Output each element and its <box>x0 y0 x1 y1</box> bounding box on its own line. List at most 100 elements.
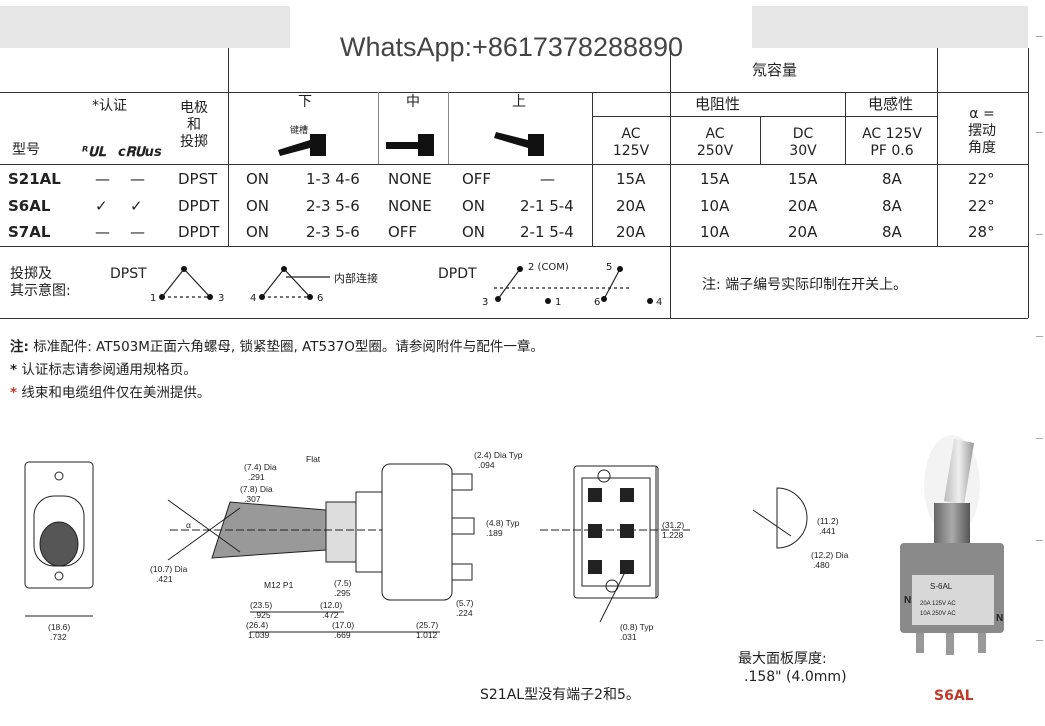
com-label: 2 (COM) <box>528 262 569 273</box>
d75-b: .295 <box>334 588 351 598</box>
cell-dc30: 15A <box>788 170 818 188</box>
cell-down-state: ON <box>246 223 270 241</box>
cell-ac250: 10A <box>700 223 730 241</box>
d57-b: .224 <box>456 608 473 618</box>
schematic-n3a: 3 <box>218 293 225 304</box>
table-frame <box>0 0 1045 330</box>
cell-down-term: 1-3 4-6 <box>306 170 360 188</box>
schematic-n1b: 1 <box>555 297 562 308</box>
photo-n-right: N <box>996 613 1003 624</box>
cert-header: *认证 <box>92 98 127 114</box>
pole-throw-header: 电极和投掷 <box>180 100 208 150</box>
d08-a: (0.8) Typ <box>620 622 654 632</box>
cell-ul: — <box>95 170 110 188</box>
d170-a: (17.0) <box>332 620 354 630</box>
panel-thickness: 最大面板厚度:.158" (4.0mm) <box>738 651 847 685</box>
terminal-note: 注: 端子编号实际印制在开关上。 <box>702 277 908 293</box>
cell-ind: 8A <box>882 197 902 215</box>
cell-model: S6AL <box>8 197 51 215</box>
d75-a: (7.5) <box>334 578 352 588</box>
d264-b: 1.039 <box>248 630 270 640</box>
toggle-up-icon <box>494 132 544 156</box>
cell-dc30: 20A <box>788 223 818 241</box>
dpst-label: DPST <box>110 266 147 282</box>
cell-ind: 8A <box>882 223 902 241</box>
cell-ul: — <box>95 223 110 241</box>
d74-b: .291 <box>248 472 265 482</box>
cell-down-term: 2-3 5-6 <box>306 197 360 215</box>
middle-header: 中 <box>406 94 420 110</box>
d257-a: (25.7) <box>416 620 438 630</box>
cell-ul: ✓ <box>95 197 108 215</box>
photo-n-left: N <box>904 595 911 606</box>
d312-b: 1.228 <box>662 530 684 540</box>
keyway-label: 键槽 <box>290 126 309 136</box>
cell-down-state: ON <box>246 197 270 215</box>
cell-ind: 8A <box>882 170 902 188</box>
d24-b: .094 <box>478 460 495 470</box>
d235-a: (23.5) <box>250 600 272 610</box>
footnote: S21AL型没有端子2和5。 <box>480 687 640 703</box>
cell-cul: — <box>130 223 145 241</box>
cell-ac125: 15A <box>616 170 646 188</box>
cell-model: S7AL <box>8 223 51 241</box>
d120-a: (12.0) <box>320 600 342 610</box>
toggle-middle-icon <box>386 134 434 156</box>
schematic-n1a: 1 <box>150 293 157 304</box>
photo-caption: S6AL <box>934 688 974 704</box>
top-banner-right <box>752 6 1028 48</box>
cell-angle: 28° <box>968 223 995 241</box>
watermark: WhatsApp:+8617378288890 <box>340 32 684 62</box>
d78-b: .307 <box>244 494 261 504</box>
toggle-down-icon <box>278 134 326 156</box>
flat-label: Flat <box>306 454 321 464</box>
d24-a: (2.4) Dia Typ <box>474 450 523 460</box>
d78-a: (7.8) Dia <box>240 484 273 494</box>
cell-up-state: ON <box>462 197 486 215</box>
note-standard: 注: 标准配件: AT503M正面六角螺母, 锁紧垫圈, AT537O型圈。请参… <box>10 339 544 355</box>
ul-logo: ᴿ𝐔𝐋 <box>82 145 106 160</box>
inductive-header: 电感性 <box>868 95 914 113</box>
photo-label-1: S-6AL <box>930 582 953 591</box>
d74-a: (7.4) Dia <box>244 462 277 472</box>
cell-pt: DPST <box>178 170 218 188</box>
d57-a: (5.7) <box>456 598 474 608</box>
cell-down-term: 2-3 5-6 <box>306 223 360 241</box>
d264-a: (26.4) <box>246 620 268 630</box>
cell-down-state: ON <box>246 170 270 188</box>
cell-pt: DPDT <box>178 223 220 241</box>
cell-angle: 22° <box>968 170 995 188</box>
d122-a: (12.2) Dia <box>811 550 849 560</box>
schematic-n4b: 4 <box>656 297 663 308</box>
dpdt-label: DPDT <box>438 266 477 282</box>
panel-cutout-drawing: (11.2) .441 (12.2) Dia .480 <box>752 487 849 570</box>
d107-b: .421 <box>156 574 173 584</box>
cell-up-term: 2-1 5-4 <box>520 197 574 215</box>
schematic-n4a: 4 <box>250 293 257 304</box>
cell-pt: DPDT <box>178 197 220 215</box>
cell-mid: OFF <box>388 223 418 241</box>
d235-b: .925 <box>254 610 271 620</box>
cell-dc30: 20A <box>788 197 818 215</box>
dimension-drawings: α (7.4) Dia .291 (7.8) Dia .307 Flat (2.… <box>24 450 690 642</box>
photo-label-2: 20A 125V AC <box>920 601 956 607</box>
d120-b: .472 <box>322 610 339 620</box>
schematic-label: 投掷及其示意图: <box>10 266 71 299</box>
n5-label: 5 <box>606 262 613 273</box>
note-cert: * 认证标志请参阅通用规格页。 <box>10 362 197 378</box>
schematic-diagram <box>159 266 653 304</box>
cell-mid: NONE <box>388 170 432 188</box>
d257-b: 1.012 <box>416 630 438 640</box>
cell-angle: 22° <box>968 197 995 215</box>
schematic-n3b: 3 <box>482 297 489 308</box>
note-harness: * 线束和电缆组件仅在美洲提供。 <box>10 385 211 401</box>
cell-ac250: 10A <box>700 197 730 215</box>
down-header: 下 <box>298 94 312 110</box>
cul-logo: c𝐑𝐔us <box>118 145 162 160</box>
cell-up-state: ON <box>462 223 486 241</box>
d08-b: .031 <box>620 632 637 642</box>
d107-a: (10.7) Dia <box>150 564 188 574</box>
